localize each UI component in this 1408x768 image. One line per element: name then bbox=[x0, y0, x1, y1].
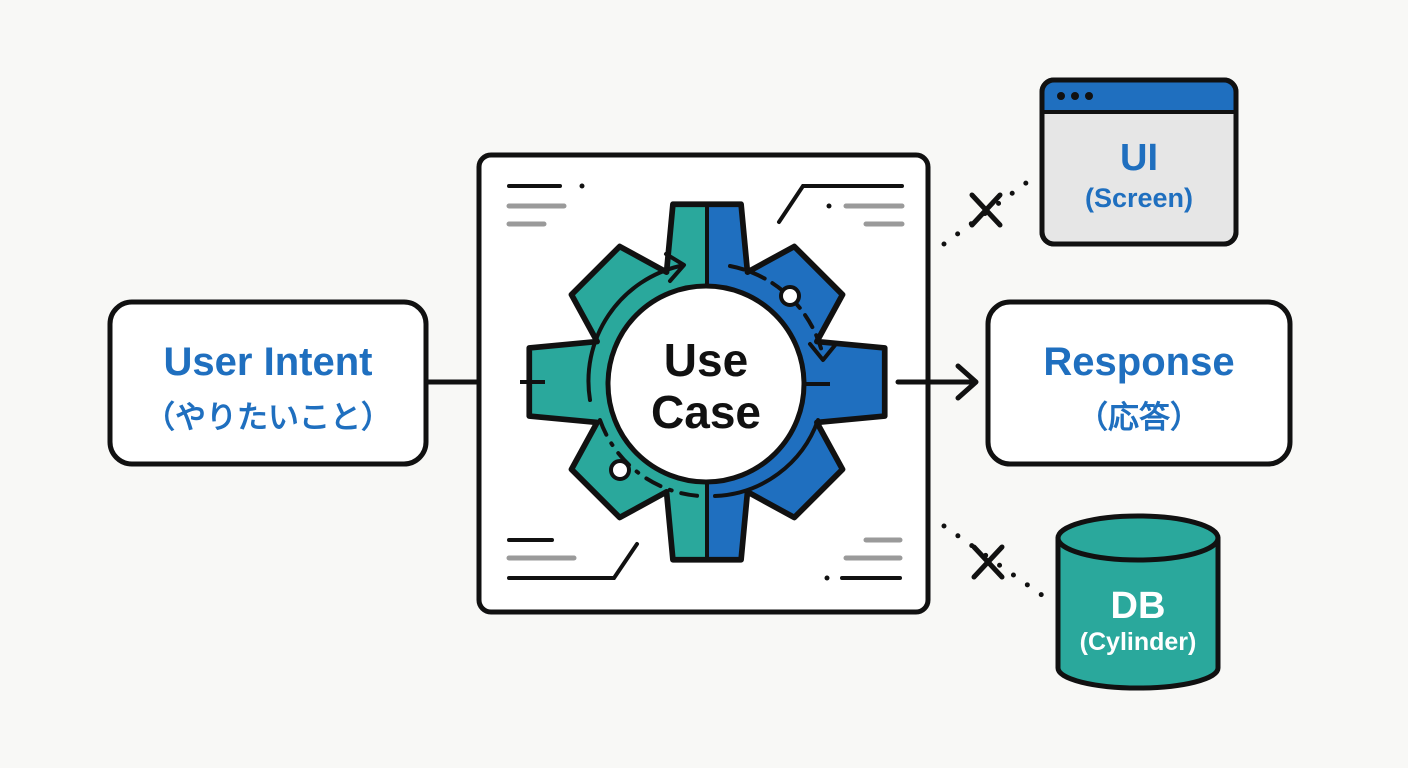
response-subtitle: （応答） bbox=[1077, 400, 1201, 435]
ui-subtitle: (Screen) bbox=[1085, 183, 1193, 213]
ui-screen-window: UI (Screen) bbox=[1039, 77, 1239, 247]
db-title: DB bbox=[1111, 585, 1166, 627]
panel-decor-lines bbox=[476, 183, 931, 581]
response-title: Response bbox=[1043, 340, 1234, 384]
disconnect-x-icon bbox=[971, 544, 1005, 580]
db-disconnect-link bbox=[941, 523, 1049, 601]
window-dot-icon bbox=[1057, 92, 1065, 100]
ui-disconnect-link bbox=[941, 177, 1033, 247]
user-intent-box: User Intent （やりたいこと） bbox=[107, 299, 429, 467]
db-subtitle: (Cylinder) bbox=[1080, 628, 1197, 656]
gear-icon bbox=[520, 201, 888, 563]
ui-title: UI bbox=[1120, 137, 1158, 179]
usecase-to-response-arrow bbox=[895, 363, 979, 401]
window-dot-icon bbox=[1085, 92, 1093, 100]
user-intent-subtitle: （やりたいこと） bbox=[144, 400, 392, 435]
response-box: Response （応答） bbox=[985, 299, 1293, 467]
disconnect-x-icon bbox=[969, 192, 1003, 228]
use-case-label-line2: Case bbox=[651, 386, 761, 438]
use-case-label-line1: Use bbox=[664, 334, 748, 386]
user-intent-title: User Intent bbox=[164, 340, 373, 384]
use-case-panel: Use Case bbox=[476, 152, 931, 615]
window-dot-icon bbox=[1071, 92, 1079, 100]
db-cylinder-icon: DB (Cylinder) bbox=[1055, 513, 1221, 691]
